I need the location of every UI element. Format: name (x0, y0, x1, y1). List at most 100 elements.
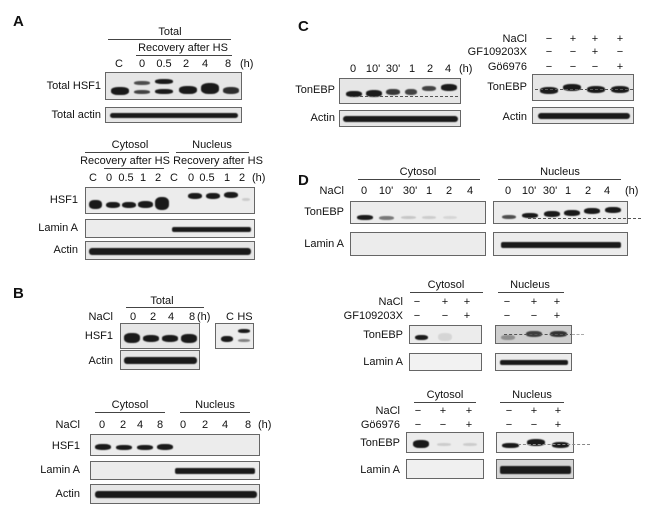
blot-lamin-nucleus (493, 232, 628, 256)
blot-lamin-a (90, 461, 260, 480)
lane-label: 4 (221, 419, 229, 431)
treatment-label: NaCl (88, 311, 113, 323)
condition-label: Gö6976 (360, 419, 400, 431)
lane-label: 8 (244, 419, 252, 431)
unit-label: (h) (459, 63, 473, 75)
subheader-recovery: Recovery after HS (138, 42, 228, 54)
blot-tonebp-nucleus-go (496, 432, 574, 453)
row-label: TonEBP (487, 81, 527, 93)
lane-label: 4 (136, 419, 144, 431)
lane-label: 10' (365, 63, 381, 75)
lane-label: C (226, 311, 234, 323)
blot-lamin-cytosol (350, 232, 486, 256)
blot-hsf1-control (215, 323, 254, 349)
lane-label: 30' (385, 63, 401, 75)
row-label: HSF1 (49, 194, 78, 206)
lane-label: 2 (149, 311, 157, 323)
treatment-label: NaCl (55, 419, 80, 431)
group-nucleus: Nucleus (192, 139, 232, 151)
lane-label: C (170, 172, 178, 184)
group-nucleus: Nucleus (195, 399, 235, 411)
lane-label: 0 (129, 311, 137, 323)
condition-value: − (569, 46, 577, 58)
condition-value: − (439, 419, 447, 431)
row-label: HSF1 (84, 330, 113, 342)
blot-tonebp-nucleus-gf (495, 325, 572, 344)
lane-label: 4 (603, 185, 611, 197)
blot-hsf1-fractions (90, 434, 260, 456)
condition-value: − (530, 419, 538, 431)
blot-lamin-cytosol-go (406, 459, 484, 479)
lane-label: 2 (238, 172, 246, 184)
panel-label-b: B (13, 285, 24, 302)
divider (188, 168, 244, 169)
lane-label: 4 (466, 185, 474, 197)
divider (498, 292, 564, 293)
blot-lamin-nucleus-go (496, 459, 574, 479)
row-label: HSF1 (51, 440, 80, 452)
divider (500, 402, 564, 403)
lane-label: 2 (119, 419, 127, 431)
blot-lamin-nucleus-gf (495, 353, 572, 371)
lane-label: 4 (444, 63, 452, 75)
row-label: Actin (310, 112, 335, 124)
unit-label: (h) (625, 185, 639, 197)
condition-label: GF109203X (467, 46, 527, 58)
condition-value: − (616, 46, 624, 58)
lane-label: 0.5 (118, 172, 134, 184)
reference-line (528, 218, 641, 219)
divider (176, 152, 249, 153)
condition-value: − (545, 46, 553, 58)
row-label: Actin (88, 355, 113, 367)
condition-value: − (545, 61, 553, 73)
condition-value: + (465, 419, 473, 431)
divider (410, 292, 483, 293)
divider (358, 179, 480, 180)
blot-tonebp-cytosol-gf (409, 325, 482, 344)
condition-value: − (414, 405, 422, 417)
group-nucleus: Nucleus (512, 389, 552, 401)
row-label: Total HSF1 (46, 80, 101, 92)
unit-label: (h) (197, 311, 211, 323)
condition-value: + (463, 296, 471, 308)
group-nucleus: Nucleus (510, 279, 550, 291)
condition-value: + (569, 33, 577, 45)
header-total: Total (150, 295, 174, 307)
lane-label: 2 (584, 185, 592, 197)
row-label: Actin (53, 244, 78, 256)
lane-label: 4 (167, 311, 175, 323)
lane-label: 0 (179, 419, 187, 431)
lane-label: 4 (201, 58, 209, 70)
condition-value: + (554, 419, 562, 431)
condition-label: Gö6976 (487, 61, 527, 73)
lane-label: 1 (223, 172, 231, 184)
divider (108, 39, 231, 40)
row-label: Lamin A (304, 238, 344, 250)
lane-label: C (89, 172, 97, 184)
condition-value: − (569, 61, 577, 73)
divider (95, 412, 165, 413)
condition-value: − (591, 61, 599, 73)
condition-value: − (414, 419, 422, 431)
unit-label: (h) (252, 172, 266, 184)
condition-value: − (545, 33, 553, 45)
panel-label-c: C (298, 18, 309, 35)
blot-actin (90, 484, 260, 504)
blot-total-hsf1 (105, 72, 242, 100)
divider (85, 152, 169, 153)
condition-value: − (530, 310, 538, 322)
condition-value: + (591, 46, 599, 58)
condition-value: − (441, 310, 449, 322)
lane-label: 1 (139, 172, 147, 184)
condition-value: + (553, 296, 561, 308)
row-label: Lamin A (38, 222, 78, 234)
reference-line (518, 444, 590, 445)
group-cytosol: Cytosol (399, 166, 437, 178)
lane-label: 2 (154, 172, 162, 184)
condition-value: + (554, 405, 562, 417)
blot-actin-timecourse (339, 110, 461, 127)
lane-label: 1 (408, 63, 416, 75)
blot-lamin-cytosol-gf (409, 353, 482, 371)
lane-label: 8 (224, 58, 232, 70)
reference-line (572, 334, 584, 335)
